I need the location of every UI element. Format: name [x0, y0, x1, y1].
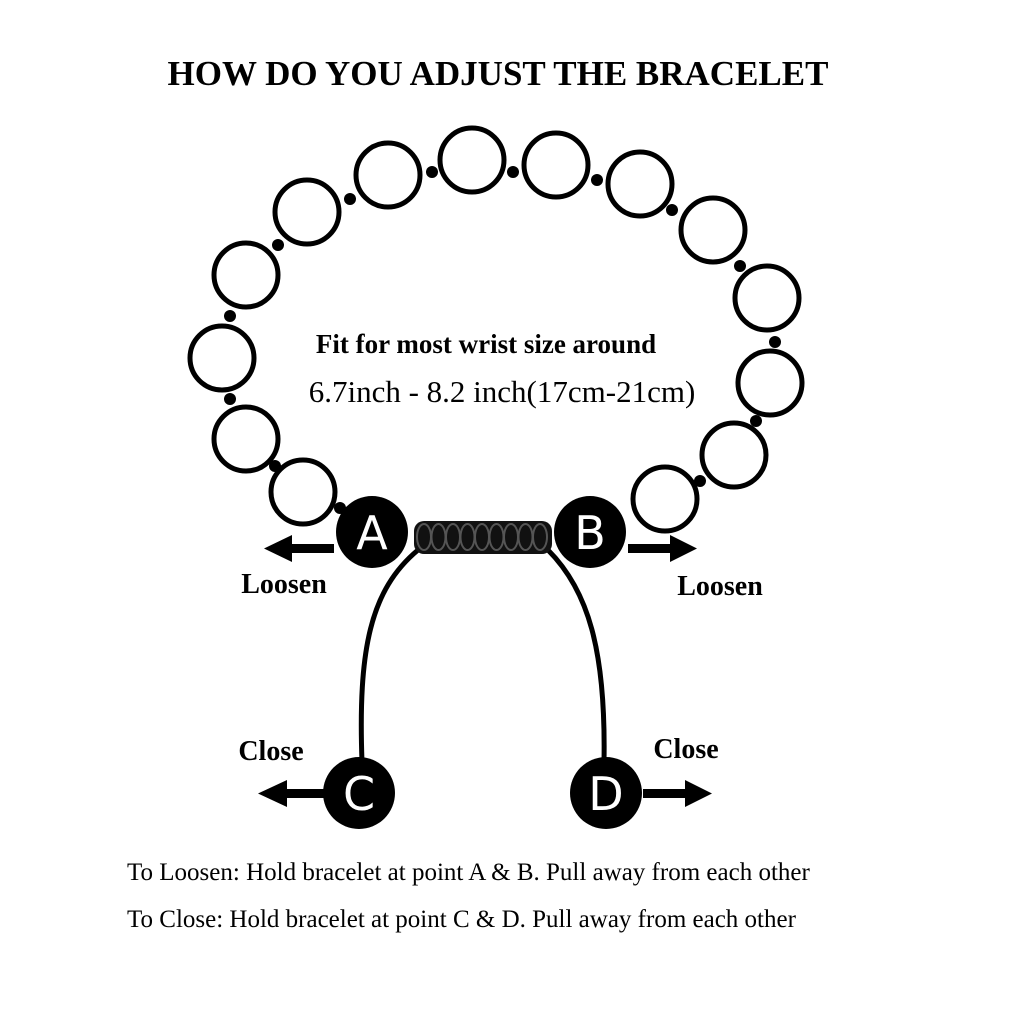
- bead: [272, 177, 342, 247]
- instruction-close: To Close: Hold bracelet at point C & D. …: [127, 906, 797, 933]
- spacer-bead: [591, 174, 603, 186]
- point-a: A: [336, 496, 408, 568]
- bead: [187, 323, 257, 393]
- loosen-label-right: Loosen: [677, 571, 763, 602]
- point-c-label: C: [343, 767, 375, 821]
- point-d: D: [570, 757, 642, 829]
- cord-left: [358, 548, 420, 763]
- bead: [605, 149, 675, 219]
- arrow-right-close-icon: [643, 780, 712, 807]
- bead: [211, 240, 281, 310]
- arrow-left-close-icon: [258, 780, 327, 807]
- point-a-label: A: [356, 506, 388, 560]
- spacer-bead: [666, 204, 678, 216]
- spacer-bead: [272, 239, 284, 251]
- point-d-label: D: [588, 767, 623, 821]
- bead: [437, 125, 507, 195]
- bead: [268, 457, 338, 527]
- fit-text-line2: 6.7inch - 8.2 inch(17cm-21cm): [309, 374, 696, 409]
- fit-text-line1: Fit for most wrist size around: [316, 329, 656, 359]
- point-b-label: B: [574, 506, 606, 560]
- cord-right: [546, 548, 607, 763]
- bead: [699, 420, 769, 490]
- spacer-bead: [507, 166, 519, 178]
- bead: [353, 140, 423, 210]
- bead: [211, 404, 281, 474]
- spacer-bead: [224, 393, 236, 405]
- bead: [630, 464, 700, 534]
- bead: [678, 195, 748, 265]
- sliding-knot: [414, 521, 552, 554]
- arrow-left-loosen-icon: [264, 535, 334, 562]
- point-c: C: [323, 757, 395, 829]
- knot-loop: [532, 523, 548, 551]
- spacer-bead: [694, 475, 706, 487]
- spacer-bead: [224, 310, 236, 322]
- spacer-bead: [750, 415, 762, 427]
- bead: [732, 263, 802, 333]
- bead: [521, 130, 591, 200]
- close-label-left: Close: [238, 736, 303, 767]
- arrow-right-loosen-icon: [628, 535, 697, 562]
- instruction-loosen: To Loosen: Hold bracelet at point A & B.…: [127, 859, 810, 886]
- point-b: B: [554, 496, 626, 568]
- spacer-bead: [769, 336, 781, 348]
- spacer-bead: [269, 460, 281, 472]
- bead-ring: [187, 125, 805, 534]
- loosen-label-left: Loosen: [241, 569, 327, 600]
- page-title: HOW DO YOU ADJUST THE BRACELET: [168, 54, 829, 93]
- close-label-right: Close: [653, 734, 718, 765]
- spacer-bead: [344, 193, 356, 205]
- spacer-beads: [224, 166, 781, 514]
- spacer-bead: [426, 166, 438, 178]
- spacer-bead: [734, 260, 746, 272]
- bead: [735, 348, 805, 418]
